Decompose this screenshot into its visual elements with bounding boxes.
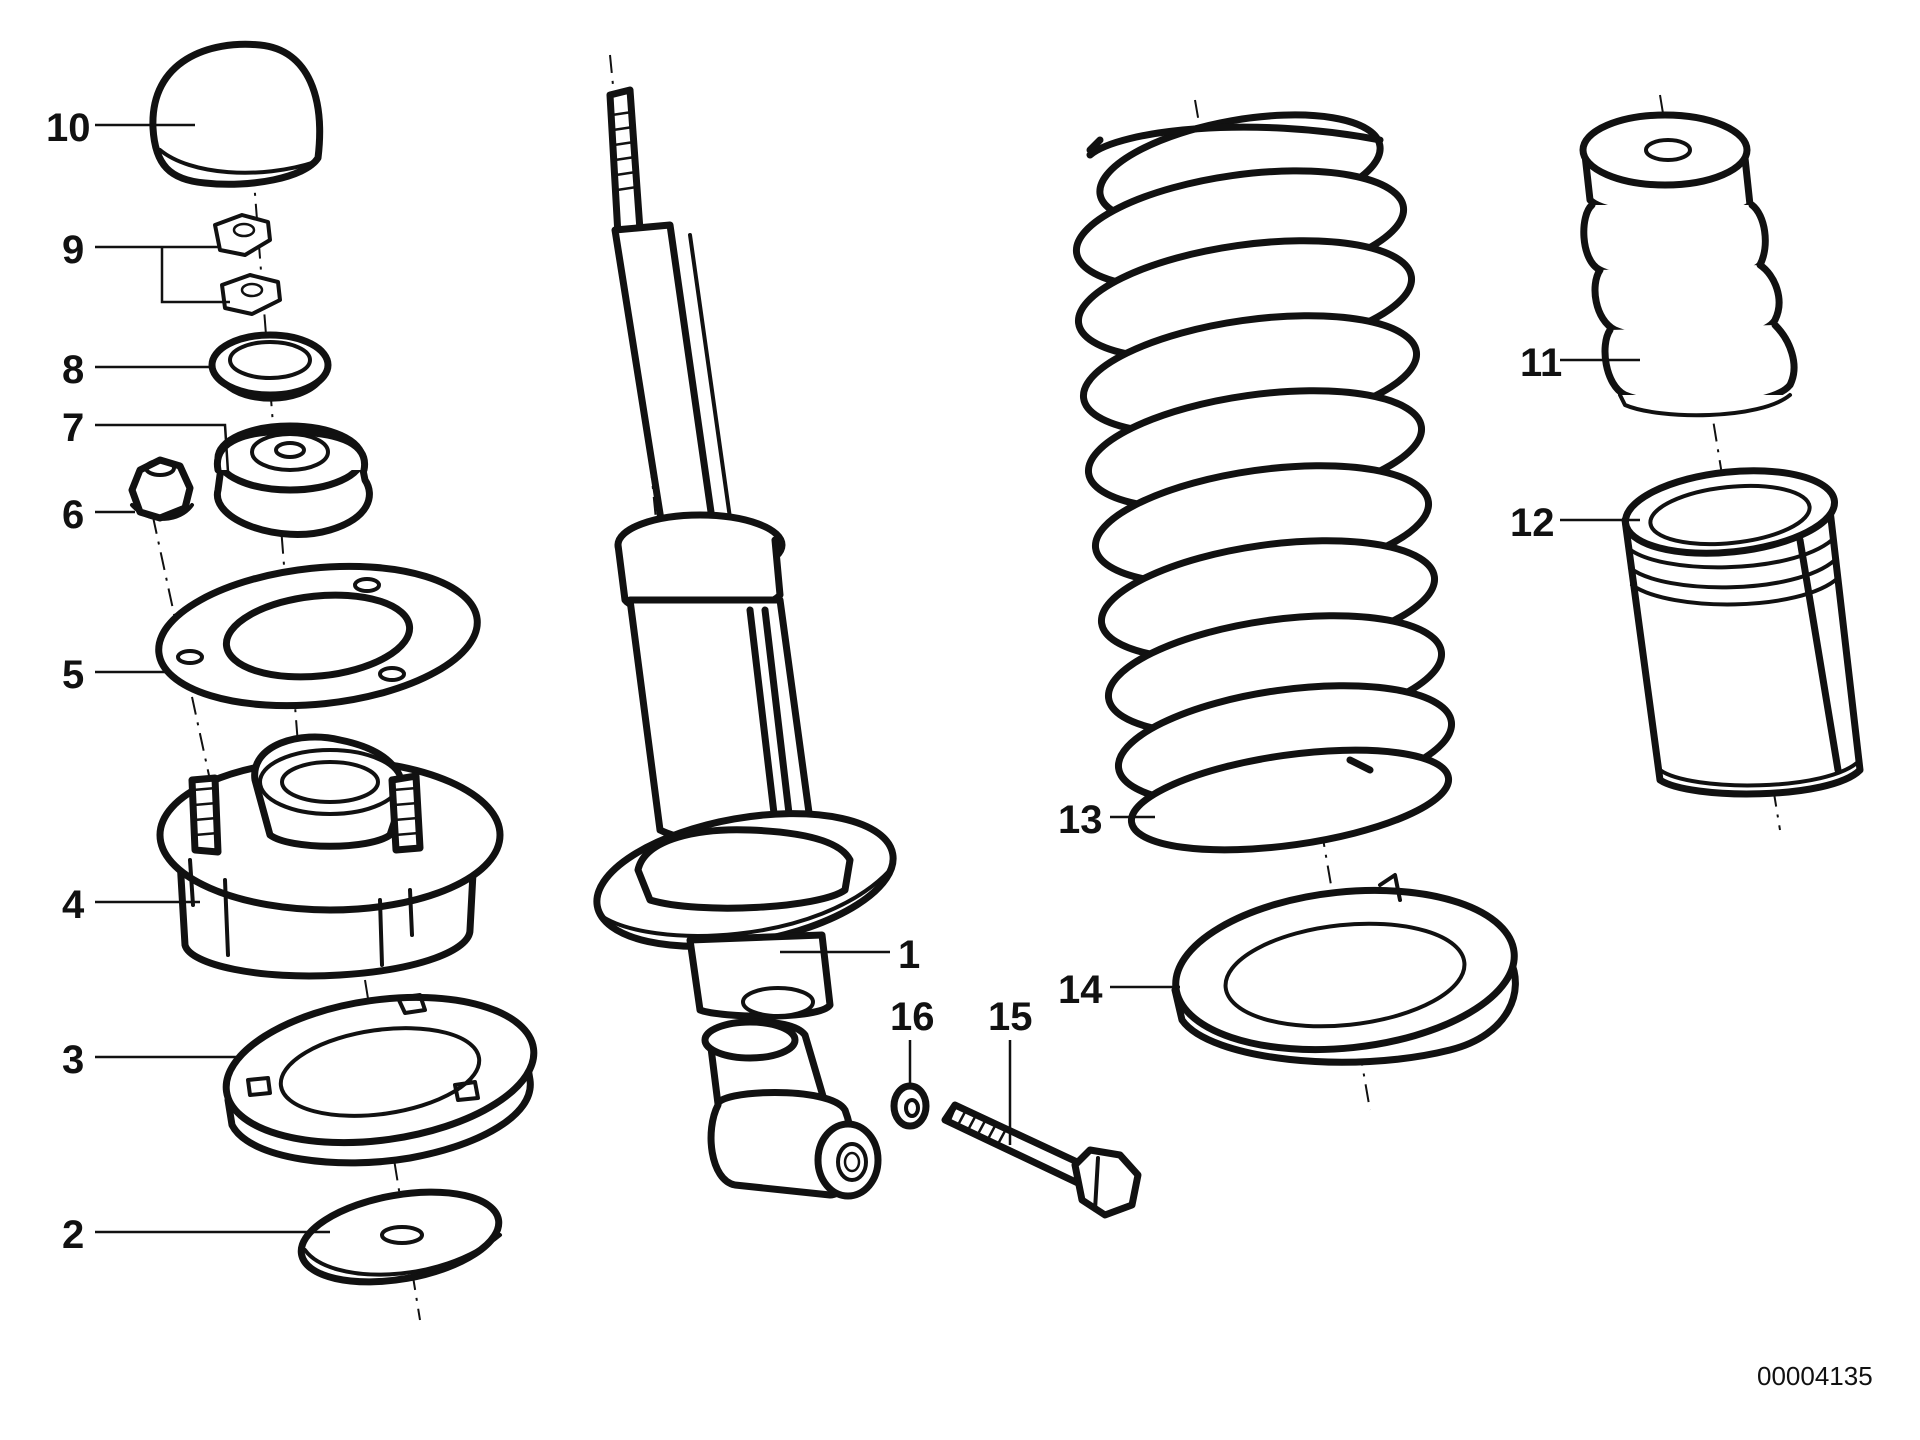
callout-11: 11 xyxy=(1520,341,1562,385)
dust-boot-part xyxy=(1621,467,1864,798)
hex-nut-pair-part xyxy=(213,213,282,316)
strut-support-part xyxy=(156,733,504,980)
callout-3: 3 xyxy=(62,1038,84,1082)
flange-nut-part xyxy=(128,456,194,522)
mounting-plate-part xyxy=(155,562,481,710)
callout-6: 6 xyxy=(62,493,84,537)
cup-washer-part xyxy=(208,331,332,402)
callout-4: 4 xyxy=(62,883,85,927)
callout-labels: 10 9 8 7 6 5 4 3 2 1 16 15 13 14 11 12 0… xyxy=(46,106,1873,1391)
callout-9: 9 xyxy=(62,228,84,272)
leader-lines xyxy=(95,123,1640,1234)
small-washer-part xyxy=(890,1082,930,1130)
callout-8: 8 xyxy=(62,348,84,392)
callout-15: 15 xyxy=(988,995,1033,1039)
rubber-mount-part xyxy=(213,422,373,538)
callout-10: 10 xyxy=(46,106,91,150)
protective-cap-part xyxy=(149,40,324,188)
callout-7: 7 xyxy=(62,406,84,450)
callout-14: 14 xyxy=(1058,968,1103,1012)
drawing-number: 00004135 xyxy=(1757,1361,1873,1391)
lower-spring-seat-part xyxy=(1171,873,1519,1066)
hex-bolt-part xyxy=(941,1101,1142,1219)
callout-16: 16 xyxy=(890,995,935,1039)
shock-absorber-part xyxy=(593,54,897,1200)
flat-washer-part xyxy=(297,1188,503,1286)
callout-5: 5 xyxy=(62,653,84,697)
callout-1: 1 xyxy=(898,933,920,977)
callout-13: 13 xyxy=(1058,798,1103,842)
callout-12: 12 xyxy=(1510,501,1555,545)
bump-stop-part xyxy=(1579,94,1798,831)
callout-2: 2 xyxy=(62,1213,84,1257)
upper-spring-seat-part xyxy=(222,993,538,1167)
coil-spring-part xyxy=(1072,99,1456,1111)
